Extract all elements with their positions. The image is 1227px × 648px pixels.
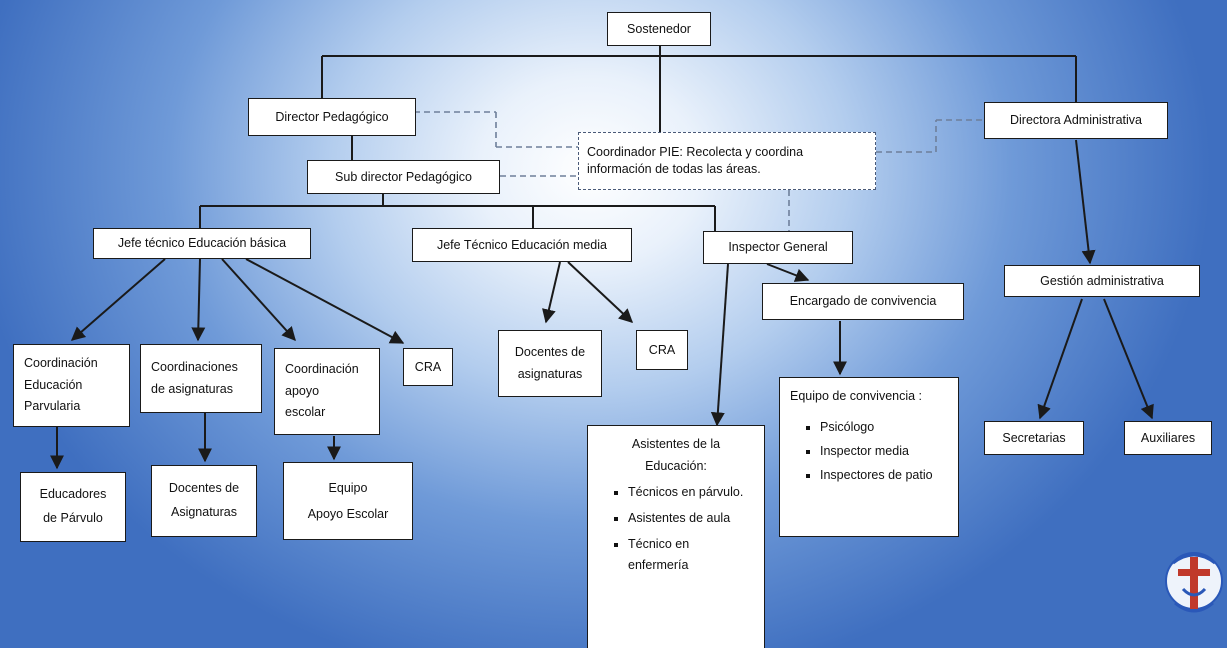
node-encargado-convivencia: Encargado de convivencia (762, 283, 964, 320)
node-cra-basica: CRA (403, 348, 453, 386)
coordinacion-apoyo-label: Coordinación apoyo escolar (285, 361, 359, 420)
node-sostenedor: Sostenedor (607, 12, 711, 46)
node-coordinacion-parvularia: Coordinación Educación Parvularia (13, 344, 130, 427)
coordinacion-parvularia-label: Coordinación Educación Parvularia (24, 355, 98, 414)
node-coordinacion-apoyo: Coordinación apoyo escolar (274, 348, 380, 435)
convivencia-list: Psicólogo Inspector media Inspectores de… (780, 417, 958, 485)
convivencia-item: Psicólogo (820, 417, 950, 437)
node-director-pedagogico: Director Pedagógico (248, 98, 416, 136)
coordinaciones-asignaturas-label: Coordinaciones de asignaturas (151, 359, 238, 396)
node-coordinaciones-asignaturas: Coordinaciones de asignaturas (140, 344, 262, 413)
node-educadores-parvulo: Educadores de Párvulo (20, 472, 126, 542)
asistentes-item: Técnicos en párvulo. (628, 482, 752, 504)
node-docentes-asignaturas-media: Docentes de asignaturas (498, 330, 602, 397)
asistentes-title: Asistentes de la Educación: (631, 437, 721, 473)
node-coordinador-pie: Coordinador PIE: Recolecta y coordina in… (578, 132, 876, 190)
node-secretarias: Secretarias (984, 421, 1084, 455)
node-jefe-tecnico-basica: Jefe técnico Educación básica (93, 228, 311, 259)
node-subdirector-pedagogico: Sub director Pedagógico (307, 160, 500, 194)
asistentes-item: Técnico en enfermería (628, 534, 752, 578)
node-docentes-asignaturas: Docentes de Asignaturas (151, 465, 257, 537)
convivencia-item: Inspectores de patio (820, 465, 950, 485)
node-inspector-general: Inspector General (703, 231, 853, 264)
node-auxiliares: Auxiliares (1124, 421, 1212, 455)
node-directora-administrativa: Directora Administrativa (984, 102, 1168, 139)
node-cra-media: CRA (636, 330, 688, 370)
node-jefe-tecnico-media: Jefe Técnico Educación media (412, 228, 632, 262)
convivencia-title: Equipo de convivencia : (790, 389, 923, 403)
node-gestion-administrativa: Gestión administrativa (1004, 265, 1200, 297)
asistentes-list: Técnicos en párvulo. Asistentes de aula … (588, 482, 764, 578)
node-equipo-apoyo-escolar: Equipo Apoyo Escolar (283, 462, 413, 540)
school-crest-icon (1165, 552, 1223, 613)
node-equipo-convivencia: Equipo de convivencia : Psicólogo Inspec… (779, 377, 959, 537)
equipo-apoyo-subtitle: Apoyo Escolar (307, 507, 389, 521)
equipo-apoyo-title: Equipo (328, 480, 368, 495)
node-asistentes-educacion: Asistentes de la Educación: Técnicos en … (587, 425, 765, 648)
convivencia-item: Inspector media (820, 441, 950, 461)
asistentes-item: Asistentes de aula (628, 508, 752, 530)
